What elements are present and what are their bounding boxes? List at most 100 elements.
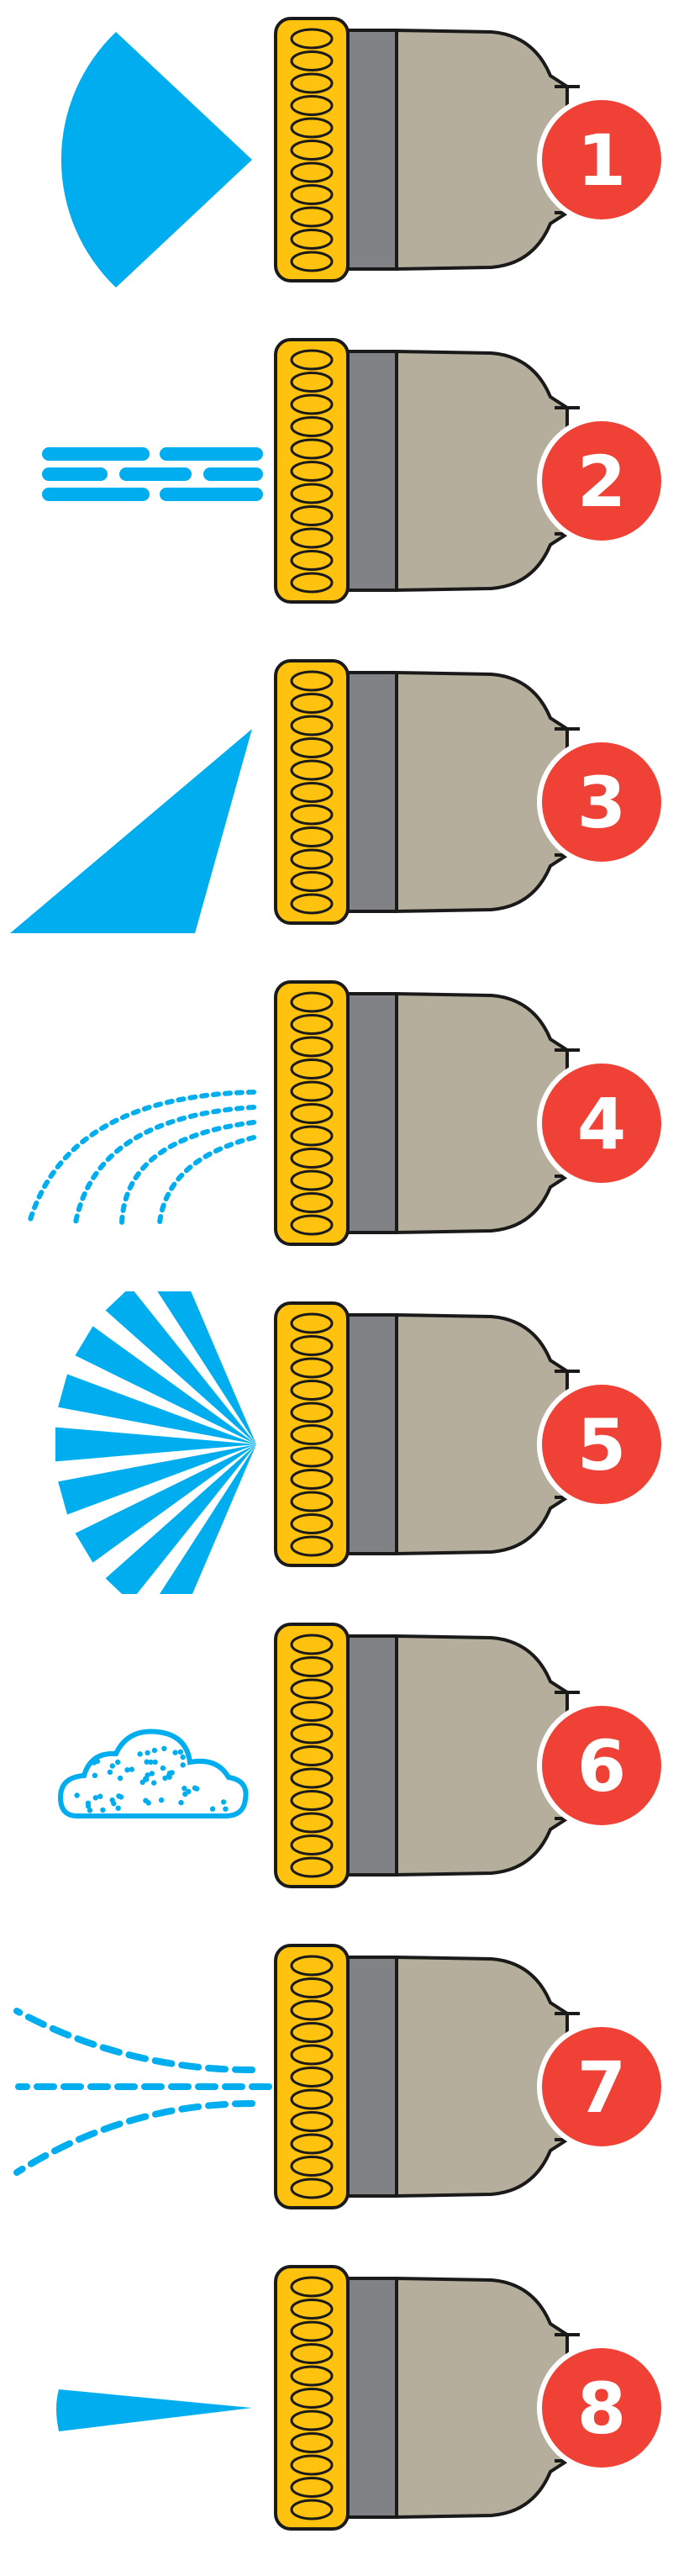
ring-grip xyxy=(290,2365,334,2387)
ring-grip xyxy=(290,1103,334,1124)
pattern-number-badge xyxy=(537,1701,666,1830)
spray-pattern-row: 6 xyxy=(0,1613,689,1934)
ring-grip xyxy=(290,229,334,250)
ring-grip xyxy=(290,826,334,847)
pattern-number-badge xyxy=(537,737,666,867)
ring-grip xyxy=(290,893,334,915)
ring-grip xyxy=(290,848,334,870)
ring-grip xyxy=(290,1834,334,1855)
spray-pattern-row: 5 xyxy=(0,1291,689,1613)
ring-grip xyxy=(290,206,334,228)
ring-grip xyxy=(290,1380,334,1401)
ring-grip xyxy=(290,991,334,1013)
nozzle-collar xyxy=(343,671,398,913)
nozzle-illustration: 4 xyxy=(27,980,666,1246)
pattern-number-badge xyxy=(537,2022,666,2151)
spray-pattern-row: 8 xyxy=(0,2255,689,2576)
fan-spray-icon xyxy=(60,32,252,288)
ring-grip xyxy=(290,393,334,415)
mist-cloud-icon xyxy=(57,1729,249,1819)
ring-grip xyxy=(290,28,334,50)
ring-grip xyxy=(290,2432,334,2453)
ring-grip xyxy=(290,438,334,460)
selector-ring xyxy=(274,17,350,282)
ring-grip xyxy=(290,2044,334,2066)
nozzle-illustration: 3 xyxy=(10,659,666,933)
nozzle-illustration: 6 xyxy=(57,1623,666,1888)
selector-ring xyxy=(274,1301,350,1567)
ring-grip xyxy=(290,95,334,116)
ring-grip xyxy=(290,349,334,371)
nozzle-collar xyxy=(343,992,398,1234)
selector-ring xyxy=(274,1944,350,2209)
ring-grip xyxy=(290,251,334,272)
ring-grip xyxy=(290,416,334,437)
nozzle-collar xyxy=(343,350,398,592)
ring-grip xyxy=(290,1513,334,1534)
ring-grip xyxy=(290,1335,334,1356)
ring-grip xyxy=(290,1148,334,1169)
ring-grip xyxy=(290,2022,334,2043)
pattern-number: 8 xyxy=(577,2367,626,2450)
ring-grip xyxy=(290,2388,334,2409)
ring-grip xyxy=(290,2299,334,2320)
ring-grip xyxy=(290,737,334,758)
ring-grip xyxy=(290,1977,334,1998)
pattern-number: 5 xyxy=(577,1404,626,1486)
flat-spray-icon xyxy=(10,729,252,933)
spray-pattern-row: 3 xyxy=(0,649,689,970)
ring-grip xyxy=(290,1723,334,1745)
soaker-arc-icon xyxy=(27,1090,256,1225)
ring-grip xyxy=(290,527,334,549)
selector-ring xyxy=(274,1623,350,1888)
ring-grip xyxy=(290,1214,334,1236)
ring-grip xyxy=(290,2276,334,2298)
pattern-number: 1 xyxy=(577,119,626,202)
center-spray-icon xyxy=(13,2008,272,2176)
selector-ring xyxy=(274,2265,350,2531)
nozzle-collar xyxy=(343,1313,398,1555)
spray-pattern-row: 2 xyxy=(0,328,689,649)
nozzle-collar xyxy=(343,1634,398,1877)
ring-grip xyxy=(290,1125,334,1147)
nozzle-collar xyxy=(343,1956,398,2198)
ring-grip xyxy=(290,782,334,803)
multi-jet-icon xyxy=(55,1291,257,1594)
ring-grip xyxy=(290,1424,334,1445)
ring-grip xyxy=(290,2454,334,2476)
nozzle-collar xyxy=(343,2277,398,2519)
ring-grip xyxy=(290,372,334,393)
ring-grip xyxy=(290,1678,334,1700)
ring-grip xyxy=(290,117,334,139)
ring-grip xyxy=(290,50,334,71)
selector-ring xyxy=(274,659,350,925)
pattern-number: 3 xyxy=(577,762,626,844)
ring-grip xyxy=(290,1999,334,2021)
pattern-number: 4 xyxy=(577,1083,626,1165)
nozzle-illustration: 1 xyxy=(60,17,666,288)
ring-grip xyxy=(290,1634,334,1655)
ring-grip xyxy=(290,2133,334,2155)
ring-grip xyxy=(290,1955,334,1977)
jet-stream-icon xyxy=(56,2389,252,2431)
ring-grip xyxy=(290,2067,334,2088)
ring-grip xyxy=(290,161,334,183)
ring-grip xyxy=(290,715,334,736)
ring-grip xyxy=(290,1446,334,1468)
ring-grip xyxy=(290,1491,334,1512)
ring-grip xyxy=(290,871,334,892)
spray-pattern-row: 7 xyxy=(0,1934,689,2255)
ring-grip xyxy=(290,759,334,781)
ring-grip xyxy=(290,2177,334,2199)
nozzle-illustration: 5 xyxy=(55,1291,666,1594)
ring-grip xyxy=(290,1535,334,1557)
selector-ring xyxy=(274,338,350,604)
ring-grip xyxy=(290,1036,334,1058)
ring-grip xyxy=(290,483,334,504)
ring-grip xyxy=(290,1401,334,1423)
ring-grip xyxy=(290,140,334,161)
pattern-number-badge xyxy=(537,2343,666,2473)
ring-grip xyxy=(290,505,334,526)
ring-grip xyxy=(290,1357,334,1379)
ring-grip xyxy=(290,1469,334,1490)
